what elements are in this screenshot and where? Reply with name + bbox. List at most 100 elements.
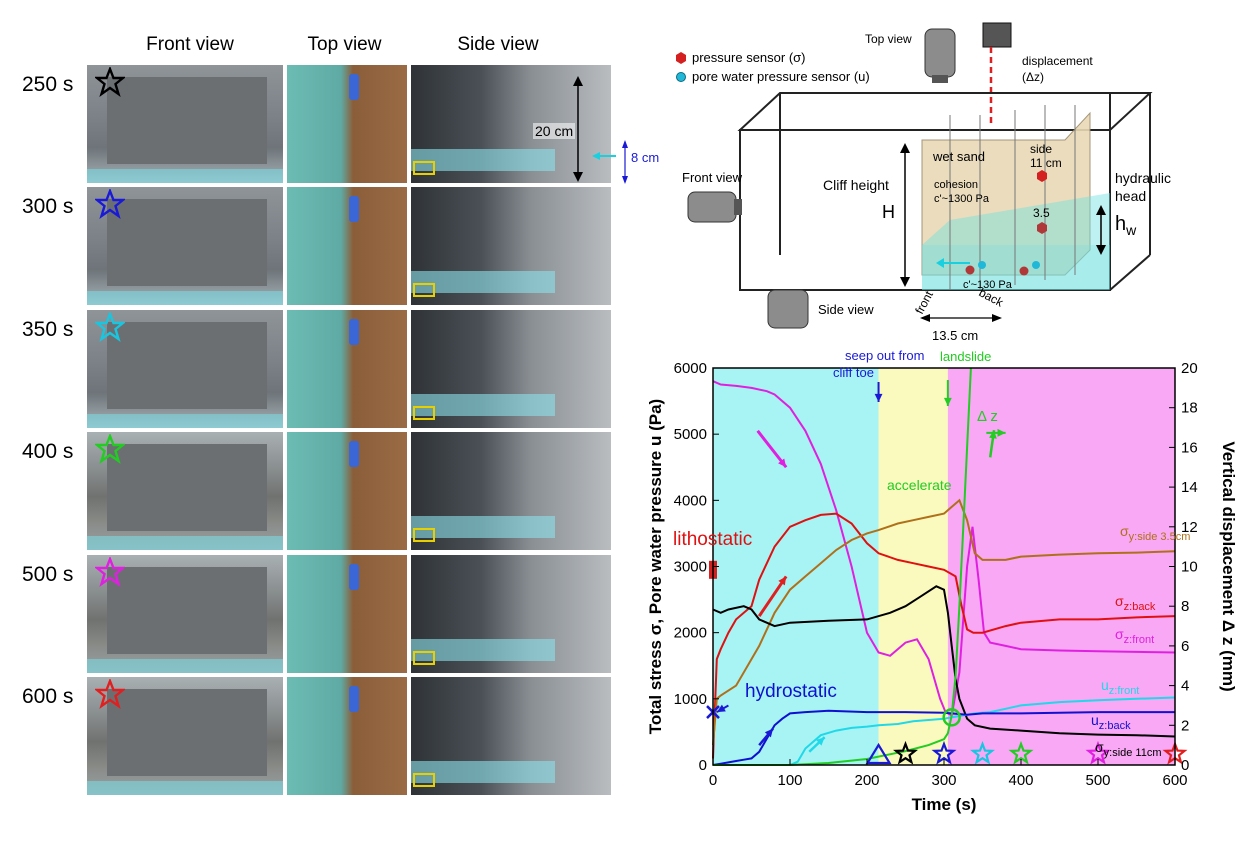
- y-right-tick-label: 2: [1181, 717, 1189, 734]
- sensor-front-u: [978, 261, 986, 269]
- side-view-photo: [411, 555, 611, 673]
- time-label: 250 s: [22, 73, 74, 96]
- legend-pressure: pressure sensor (σ): [692, 50, 806, 65]
- x-tick-label: 300: [931, 772, 956, 789]
- side-view-label: Side view: [818, 302, 874, 317]
- front-camera-lens: [734, 199, 742, 215]
- y-left-tick-label: 2000: [674, 625, 707, 642]
- sensor-side-11: [1037, 170, 1047, 182]
- front-label: front: [912, 288, 936, 316]
- series-line: [712, 380, 1176, 717]
- x-tick-label: 600: [1162, 772, 1187, 789]
- probe-icon: [349, 196, 360, 223]
- star-icon: [95, 67, 125, 97]
- star-marker: [1008, 740, 1034, 765]
- annot-cliff-toe: cliff toe: [833, 365, 874, 380]
- x-tick-label: 0: [709, 772, 717, 789]
- top-view-photo: [287, 677, 407, 795]
- x-tick-label: 200: [854, 772, 879, 789]
- side-label: side: [1030, 142, 1052, 156]
- width-label: 13.5 cm: [932, 328, 978, 343]
- tank-right: [1109, 92, 1153, 291]
- annot-seep-out: seep out from: [845, 348, 925, 363]
- y-left-tick-label: 3000: [674, 559, 707, 576]
- phase-band: [878, 368, 948, 765]
- annotation-arrow-head: [716, 704, 726, 713]
- legend-pore: pore water pressure sensor (u): [692, 69, 870, 84]
- star-marker: [893, 740, 918, 765]
- cohesion-water-value: c'~130 Pa: [963, 279, 1013, 291]
- side-11-label: 11 cm: [1030, 156, 1062, 170]
- star-marker: [1085, 740, 1111, 765]
- star-icon: [95, 312, 125, 342]
- circle-marker: [942, 708, 961, 727]
- y-right-tick-label: 16: [1181, 439, 1198, 456]
- series-line: [712, 512, 1176, 759]
- series-line: [713, 367, 972, 766]
- displacement-sensor-icon: [982, 22, 1012, 48]
- y-right-tick-label: 8: [1181, 598, 1189, 615]
- pore-sensor-icon: [676, 72, 686, 82]
- time-label: 350 s: [22, 318, 74, 341]
- cohesion-label: cohesion: [934, 179, 978, 191]
- top-camera-icon: [924, 28, 956, 78]
- phase-band: [713, 368, 879, 765]
- top-view-label: Top view: [865, 32, 912, 46]
- cohesion-value: c'~1300 Pa: [934, 193, 990, 205]
- annot-lithostatic: lithostatic: [673, 529, 752, 550]
- annot-accelerate: accelerate: [887, 477, 952, 493]
- front-view-photo: [87, 310, 283, 428]
- x-axis-label: Time (s): [912, 795, 977, 814]
- y-left-axis-label: Total stress σ, Pore water pressure u (P…: [646, 399, 665, 734]
- y-left-tick-label: 4000: [674, 492, 707, 509]
- annotation-arrow-head: [989, 430, 997, 439]
- y-right-tick-label: 12: [1181, 519, 1198, 536]
- time-label: 500 s: [22, 563, 74, 586]
- probe-icon: [349, 319, 360, 346]
- side-camera-icon: [767, 289, 809, 329]
- y-right-axis-label: Vertical displacement Δ z (mm): [1219, 441, 1238, 691]
- series-label: σy:side 11cm: [1095, 739, 1162, 759]
- star-icon: [95, 434, 125, 464]
- annot-hydrostatic: hydrostatic: [745, 681, 837, 702]
- top-view-photo: [287, 555, 407, 673]
- side-view-photo: [411, 432, 611, 550]
- cliff-height-label: Cliff height: [823, 177, 889, 193]
- displacement-label: displacement: [1022, 54, 1093, 68]
- vertical-grid: [949, 105, 1076, 290]
- front-view-photo: [87, 65, 283, 183]
- sensor-back-sigma: [1019, 266, 1029, 276]
- top-view-photo: [287, 310, 407, 428]
- y-right-tick-label: 10: [1181, 559, 1198, 576]
- water-top: [922, 193, 1110, 245]
- y-left-tick-label: 5000: [674, 426, 707, 443]
- star-icon: [95, 679, 125, 709]
- water-region: [922, 245, 1110, 290]
- apparatus-schematic: pressure sensor (σ) pore water pressure …: [676, 22, 1171, 343]
- pressure-sensor-icon: [676, 52, 686, 64]
- side-view-photo: [411, 310, 611, 428]
- col-label-front: Front view: [146, 34, 234, 55]
- x-tick-label: 500: [1085, 772, 1110, 789]
- phase-band: [947, 368, 1175, 765]
- time-label: 300 s: [22, 195, 74, 218]
- annotation-arrow-head: [764, 728, 774, 738]
- series-line: [712, 709, 1175, 766]
- col-label-top: Top view: [307, 34, 382, 55]
- sensor-back-u: [1032, 261, 1040, 269]
- x-tick-label: 100: [777, 772, 802, 789]
- y-right-tick-label: 4: [1181, 678, 1189, 695]
- y-right-tick-label: 0: [1181, 757, 1189, 774]
- series-label: σz:back: [1115, 593, 1156, 613]
- height-label: 20 cm: [533, 123, 576, 139]
- cliff-H-label: H: [882, 202, 895, 222]
- top-camera-lens: [932, 75, 948, 83]
- y-right-tick-label: 14: [1181, 479, 1198, 496]
- side-view-photo: [411, 677, 611, 795]
- x-tick-label: 400: [1008, 772, 1033, 789]
- hydraulic-label: hydraulic: [1115, 170, 1171, 186]
- sensor-front-sigma: [965, 265, 975, 275]
- series-line: [712, 585, 1176, 738]
- y-right-tick-label: 6: [1181, 638, 1189, 655]
